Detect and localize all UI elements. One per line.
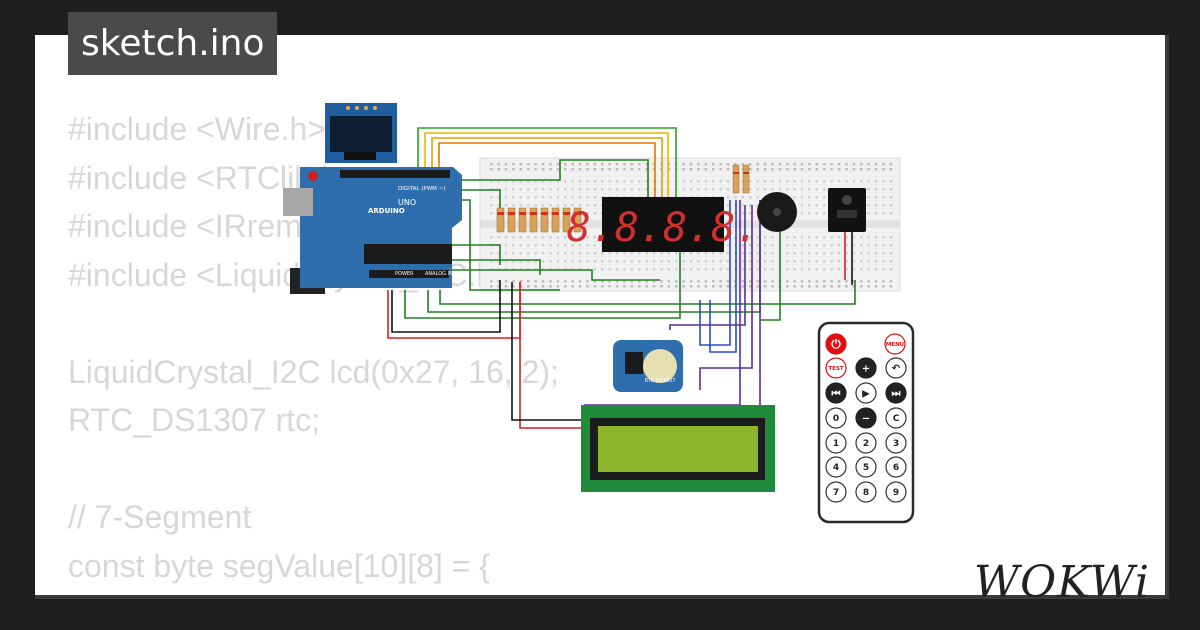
code-line: const byte segValue[10][8] = { <box>68 547 490 584</box>
code-line: // 7-Segment <box>68 499 252 535</box>
remote-button[interactable]: 4 <box>825 456 847 478</box>
remote-button[interactable]: + <box>855 357 877 379</box>
code-line: LiquidCrystal_I2C lcd(0x27, 16, 2); <box>68 353 559 390</box>
lcd-display <box>581 405 775 492</box>
code-line: RTC_DS1307 rtc; <box>68 402 320 438</box>
svg-text:3: 3 <box>893 439 899 449</box>
svg-text:4: 4 <box>833 463 839 473</box>
remote-button[interactable]: 9 <box>885 481 907 503</box>
remote-button[interactable]: ↶ <box>885 357 907 379</box>
svg-text:7: 7 <box>833 488 839 498</box>
seven-segment-display: 8.8.8.8. <box>567 197 760 252</box>
svg-text:DIGITAL (PWM ~): DIGITAL (PWM ~) <box>398 186 445 192</box>
arduino-uno: DIGITAL (PWM ~) ARDUINO UNO POWER ANALOG… <box>283 167 462 294</box>
ir-receiver <box>828 188 866 232</box>
svg-text:5: 5 <box>863 463 869 473</box>
svg-text:TEST: TEST <box>828 366 843 372</box>
resistor <box>518 207 527 233</box>
remote-button[interactable]: 1 <box>825 432 847 454</box>
remote-button[interactable]: 8 <box>855 481 877 503</box>
remote-button[interactable]: ▶ <box>855 382 877 404</box>
svg-text:ANALOG IN: ANALOG IN <box>425 271 453 277</box>
remote-button[interactable]: TEST <box>825 357 847 379</box>
resistor <box>540 207 549 233</box>
code-editor: #include <Wire.h>#include <RTClib.h>#inc… <box>68 105 559 595</box>
resistor-array <box>496 207 582 233</box>
oled-display <box>325 103 397 163</box>
svg-text:6: 6 <box>893 463 899 473</box>
svg-text:MENU: MENU <box>886 342 904 348</box>
remote-button[interactable]: MENU <box>884 333 906 355</box>
remote-button[interactable]: ⏻ <box>825 333 847 355</box>
remote-button[interactable]: ⏭ <box>885 382 907 404</box>
resistor <box>507 207 516 233</box>
code-area: #include <Wire.h>#include <RTClib.h>#inc… <box>35 35 1165 595</box>
remote-button[interactable]: 6 <box>885 456 907 478</box>
ir-remote: ⏻ MENU TEST + ↶ ⏮ ▶ ⏭ 0 − C 1 2 3 4 5 6 7 8 9 <box>817 321 915 524</box>
buzzer <box>757 192 797 232</box>
remote-button[interactable]: − <box>855 407 877 429</box>
svg-text:8: 8 <box>863 488 869 498</box>
preview-card <box>35 35 1169 599</box>
svg-text:▶: ▶ <box>862 389 870 400</box>
resistor <box>496 207 505 233</box>
remote-button[interactable]: C <box>885 407 907 429</box>
svg-text:−: − <box>862 414 870 425</box>
svg-text:+: + <box>862 364 870 375</box>
remote-button[interactable]: 0 <box>825 407 847 429</box>
remote-button[interactable]: 3 <box>885 432 907 454</box>
svg-text:RTC DS1307: RTC DS1307 <box>645 378 676 384</box>
remote-button[interactable]: 2 <box>855 432 877 454</box>
remote-button[interactable]: 5 <box>855 456 877 478</box>
resistor <box>529 207 538 233</box>
resistor <box>551 207 560 233</box>
seven-segment-digits: 8.8.8.8. <box>567 205 760 251</box>
svg-text:⏭: ⏭ <box>892 389 901 400</box>
resistor <box>573 207 582 233</box>
resistor-pair <box>732 164 750 194</box>
remote-button[interactable]: 7 <box>825 481 847 503</box>
code-line: #include <Wire.h> <box>68 111 326 147</box>
resistor <box>562 207 571 233</box>
svg-text:9: 9 <box>893 488 899 498</box>
wokwi-logo: WOKWi <box>973 557 1150 608</box>
svg-text:0: 0 <box>833 414 839 424</box>
wires <box>380 127 856 430</box>
svg-text:C: C <box>893 414 900 424</box>
rtc-module: RTC DS1307 <box>613 340 683 392</box>
svg-text:⏻: ⏻ <box>831 337 841 351</box>
svg-text:POWER: POWER <box>395 271 414 277</box>
svg-text:⏮: ⏮ <box>832 389 841 400</box>
remote-button[interactable]: ⏮ <box>825 382 847 404</box>
svg-text:↶: ↶ <box>892 364 901 375</box>
svg-text:1: 1 <box>833 439 839 449</box>
file-tab[interactable]: sketch.ino <box>68 12 278 75</box>
svg-text:2: 2 <box>863 439 869 449</box>
svg-text:UNO: UNO <box>398 198 416 207</box>
code-line: #include <RTClib.h> <box>68 159 358 196</box>
svg-text:ARDUINO: ARDUINO <box>368 207 405 215</box>
